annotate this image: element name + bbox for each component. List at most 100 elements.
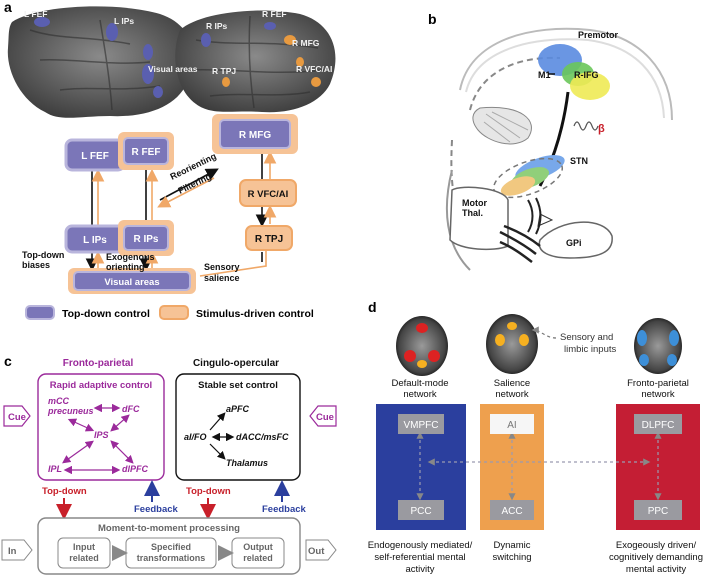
proc-output-1: Output [243, 542, 273, 552]
edge-label-sensory-1: Sensory [204, 262, 240, 272]
node-visual-areas [73, 271, 191, 291]
fp-edges [62, 403, 134, 475]
sensory-label-1: Sensory and [560, 332, 613, 343]
fp-node-ips: IPS [94, 430, 109, 440]
dmn-title-1: Default-mode [391, 378, 448, 389]
co-box [175, 373, 301, 481]
node-l-fef-label: L FEF [81, 151, 109, 162]
sal-bottom-box [490, 500, 534, 520]
fpn-bottom-label: PPC [648, 506, 669, 517]
scan-salience [486, 314, 538, 374]
node-r-fef-label: R FEF [132, 147, 161, 158]
node-r-mfg [219, 119, 291, 149]
co-node-thalamus: Thalamus [226, 458, 268, 468]
sal-top-label: AI [507, 420, 516, 431]
out-arrow: Out [305, 539, 337, 561]
proc-output-2: related [243, 553, 273, 563]
cue-right: Cue [309, 405, 337, 427]
node-r-mfg-label: R MFG [239, 130, 271, 141]
legend-stimulus-swatch [159, 305, 189, 320]
edge-label-exogenous-2: orienting [106, 262, 145, 272]
brain-label-visual-areas: Visual areas [148, 64, 198, 74]
brain-label-r-vfc-ai: R VFC/AI [296, 64, 332, 74]
edge-label-exogenous-1: Exogenous [106, 252, 155, 262]
fb-left-label: Feedback [134, 504, 179, 515]
panel-d-label: d [368, 299, 377, 315]
brain-label-l-ips: L IPs [114, 16, 134, 26]
td-right-label: Top-down [186, 486, 231, 497]
fpn-title-1: Fronto-parietal [627, 378, 689, 389]
sensory-arrow [531, 326, 557, 339]
label-motor-1: Motor [462, 198, 487, 208]
processing-title: Moment-to-moment processing [98, 523, 240, 534]
node-l-ips-label: L IPs [83, 235, 107, 246]
node-r-vfc-ai-label: R VFC/AI [248, 189, 289, 200]
dmn-desc-2: self-referential mental [374, 552, 465, 563]
sal-desc-2: switching [492, 552, 531, 563]
proc-spec-1: Specified [151, 542, 191, 552]
legend-topdown-swatch [25, 305, 55, 320]
fpn-top-label: DLPFC [642, 420, 675, 431]
fp-node-mcc-1: mCC [48, 396, 70, 406]
sal-title-1: Salience [494, 378, 530, 389]
panel-c-label: c [4, 353, 12, 369]
node-r-tpj-label: R TPJ [255, 234, 283, 245]
edge-label-topdown-2: biases [22, 260, 50, 270]
fp-node-dlpfc: dlPFC [122, 464, 148, 474]
fpn-desc-1: Exogeously driven/ [616, 540, 697, 551]
panel-b-label: b [428, 11, 437, 27]
fpn-bottom-box [634, 500, 682, 520]
left-hemisphere-image [7, 6, 193, 118]
cue-left: Cue [3, 405, 31, 427]
legend-topdown-label: Top-down control [62, 308, 150, 320]
proc-input-2: related [69, 553, 99, 563]
edge-label-topdown-1: Top-down [22, 250, 64, 260]
sal-bottom-label: ACC [501, 506, 522, 517]
brain-label-r-ips: R IPs [206, 21, 228, 31]
brain-label-r-fef: R FEF [262, 9, 287, 19]
panel-a-label: a [4, 0, 12, 15]
co-node-dacc: dACC/msFC [236, 432, 289, 442]
node-r-ips-label: R IPs [133, 234, 158, 245]
label-m1: M1 [538, 70, 551, 80]
fb-right-label: Feedback [262, 504, 307, 515]
node-visual-areas-label: Visual areas [104, 277, 159, 288]
edge-label-sensory-2: salience [204, 273, 240, 283]
panel-a-nodes: L FEF R FEF R MFG L IPs R IPs R VFC/AI R… [64, 114, 298, 294]
fpn-desc-2: cognitively demanding [609, 552, 703, 563]
proc-spec-2: transformations [137, 553, 206, 563]
node-r-vfc-ai [239, 179, 297, 207]
dmn-desc-3: activity [405, 564, 434, 575]
in-arrow: In [1, 539, 33, 561]
label-rifg: R-IFG [574, 70, 599, 80]
co-node-aifo: aI/FO [184, 432, 207, 442]
fpn-top-box [634, 414, 682, 434]
sal-title-2: network [495, 389, 529, 400]
label-beta: β [598, 123, 605, 135]
label-motor-2: Thal. [462, 208, 483, 218]
scan-default-mode [396, 316, 448, 376]
fpn-title-2: network [641, 389, 675, 400]
panel-b-diagram [445, 27, 673, 271]
brain-label-r-mfg: R MFG [292, 38, 320, 48]
node-r-tpj [245, 225, 293, 251]
cue-left-label: Cue [8, 412, 26, 423]
dmn-desc-1: Endogenously mediated/ [368, 540, 473, 551]
in-label: In [8, 546, 17, 557]
column-edges [416, 431, 662, 501]
brain-label-l-fef: L FEF [24, 9, 47, 19]
fpn-desc-3: mental activity [626, 564, 686, 575]
dmn-title-2: network [403, 389, 437, 400]
fp-node-mcc-2: precuneus [47, 406, 94, 416]
sal-top-box [490, 414, 534, 434]
dmn-top-label: VMPFC [404, 420, 439, 431]
co-node-apfc: aPFC [226, 404, 250, 414]
dmn-bottom-label: PCC [410, 506, 431, 517]
label-premotor: Premotor [578, 30, 619, 40]
right-hemisphere-image [175, 10, 336, 113]
label-stn: STN [570, 156, 588, 166]
proc-input-1: Input [73, 542, 95, 552]
fp-subtitle: Rapid adaptive control [50, 380, 152, 391]
panel-a-legend: Top-down control Stimulus-driven control [25, 305, 314, 320]
